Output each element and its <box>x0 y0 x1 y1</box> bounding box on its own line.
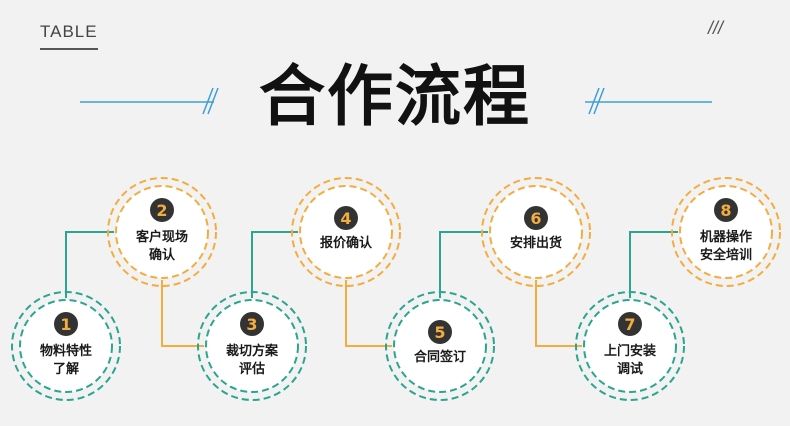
node-outer-ring <box>575 291 685 401</box>
node-outer-ring <box>107 177 217 287</box>
step-number: 4 <box>340 209 351 228</box>
step-number: 1 <box>60 315 71 334</box>
step-label-5: 合同签订 <box>385 349 495 367</box>
title-rule-left <box>80 87 219 115</box>
step-label-line: 评估 <box>238 362 265 377</box>
node-outer-ring <box>291 177 401 287</box>
connectors <box>65 231 678 347</box>
step-label-line: 报价确认 <box>319 236 372 251</box>
step-number-badge <box>714 198 738 222</box>
node-inner-ring <box>205 299 299 393</box>
step-number-badge <box>618 312 642 336</box>
node-inner-ring <box>393 299 487 393</box>
step-node-7: 7 <box>575 291 685 401</box>
step-label-7: 上门安装调试 <box>575 343 685 379</box>
step-node-6: 6 <box>481 177 591 287</box>
step-label-line: 上门安装 <box>603 344 656 359</box>
step-node-1: 1 <box>11 291 121 401</box>
node-outer-ring <box>481 177 591 287</box>
step-node-2: 2 <box>107 177 217 287</box>
step-label-6: 安排出货 <box>481 235 591 253</box>
step-number-badge <box>54 312 78 336</box>
connector-6-7 <box>535 280 582 347</box>
node-inner-ring <box>299 185 393 279</box>
node-inner-ring <box>679 185 773 279</box>
step-number-badge <box>334 206 358 230</box>
step-label-line: 安全培训 <box>699 248 752 263</box>
step-label-line: 调试 <box>616 362 643 377</box>
connector-4-5 <box>345 280 392 347</box>
node-outer-ring <box>11 291 121 401</box>
node-outer-ring <box>671 177 781 287</box>
title-rules <box>80 87 712 115</box>
step-nodes: 1 2 3 4 5 6 7 8 <box>11 177 781 401</box>
step-number-badge <box>150 198 174 222</box>
connector-2-3 <box>161 280 204 347</box>
table-label: TABLE <box>40 22 98 50</box>
step-label-1: 物料特性了解 <box>11 343 121 379</box>
step-number-badge <box>240 312 264 336</box>
node-outer-ring <box>385 291 495 401</box>
step-label-line: 机器操作 <box>699 230 752 245</box>
node-inner-ring <box>489 185 583 279</box>
decorative-slashes: /// <box>708 18 724 38</box>
step-label-line: 客户现场 <box>135 230 188 245</box>
step-label-8: 机器操作安全培训 <box>671 229 781 265</box>
title-rule-right <box>585 87 712 115</box>
connector-7-8 <box>629 231 678 298</box>
page-title: 合作流程 <box>259 58 531 135</box>
node-inner-ring <box>583 299 677 393</box>
step-number: 3 <box>246 315 257 334</box>
step-number-badge <box>524 206 548 230</box>
step-number: 7 <box>624 315 635 334</box>
step-number: 5 <box>434 323 445 342</box>
step-label-line: 物料特性 <box>39 344 92 359</box>
node-inner-ring <box>19 299 113 393</box>
connector-1-2 <box>65 231 114 298</box>
step-node-5: 5 <box>385 291 495 401</box>
step-label-line: 确认 <box>148 248 175 263</box>
step-number-badge <box>428 320 452 344</box>
step-label-line: 了解 <box>52 362 79 377</box>
step-node-8: 8 <box>671 177 781 287</box>
step-node-3: 3 <box>197 291 307 401</box>
node-outer-ring <box>197 291 307 401</box>
connector-5-6 <box>439 231 488 298</box>
step-label-3: 裁切方案评估 <box>197 343 307 379</box>
step-number: 6 <box>530 209 541 228</box>
step-label-4: 报价确认 <box>291 235 401 253</box>
step-label-line: 裁切方案 <box>225 344 278 359</box>
step-number: 2 <box>156 201 167 220</box>
step-number: 8 <box>720 201 731 220</box>
step-label-line: 合同签订 <box>413 350 466 365</box>
node-inner-ring <box>115 185 209 279</box>
step-label-line: 安排出货 <box>509 236 562 251</box>
step-node-4: 4 <box>291 177 401 287</box>
connector-3-4 <box>251 231 298 298</box>
step-label-2: 客户现场确认 <box>107 229 217 265</box>
